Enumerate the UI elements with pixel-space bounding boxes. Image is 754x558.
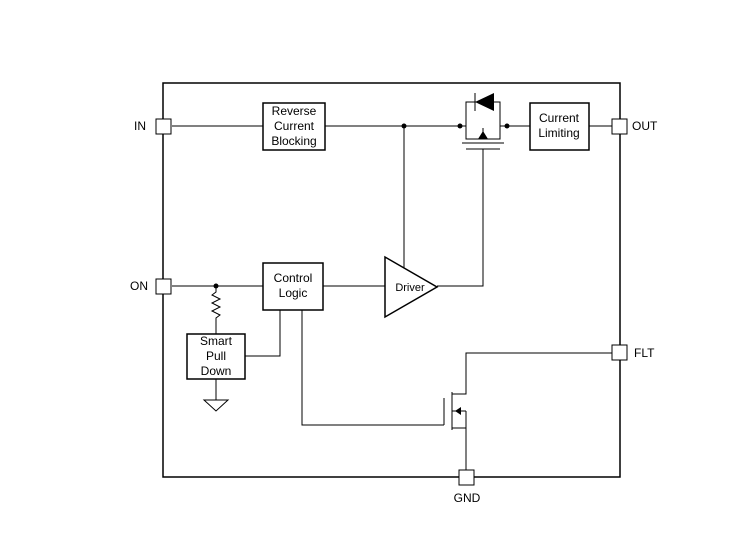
pin-in-label: IN — [134, 119, 146, 133]
pin-out — [611, 118, 628, 135]
junction-dot — [504, 123, 510, 129]
rcb-line-2: Current — [274, 119, 315, 133]
junction-dot — [401, 123, 407, 129]
rcb-line-3: Blocking — [271, 134, 316, 148]
driver-block: Driver — [384, 255, 439, 319]
wire-driver-gate — [437, 149, 484, 287]
spd-line-1: Smart — [200, 334, 233, 348]
junction-dot — [457, 123, 463, 129]
pin-flt — [611, 344, 628, 361]
current-limiting-block: Current Limiting — [529, 102, 590, 151]
spd-line-2: Pull — [206, 349, 226, 363]
body-diode-icon — [475, 93, 494, 111]
pin-gnd-label: GND — [454, 491, 481, 505]
cl-line-2: Limiting — [538, 126, 579, 140]
smart-pull-down-block: Smart Pull Down — [186, 333, 246, 380]
rcb-line-1: Reverse — [272, 104, 317, 118]
pin-gnd — [458, 469, 475, 486]
ground-icon — [202, 399, 230, 412]
pin-flt-label: FLT — [634, 346, 655, 360]
flt-fet-drain — [452, 352, 612, 395]
cl-line-1: Current — [539, 111, 580, 125]
pin-on-label: ON — [130, 279, 148, 293]
pin-on — [155, 278, 172, 295]
flt-fet-arrow-icon — [455, 407, 461, 415]
reverse-current-blocking-block: Reverse Current Blocking — [262, 102, 326, 151]
pin-in — [155, 118, 172, 135]
spd-line-3: Down — [201, 364, 232, 378]
pin-out-label: OUT — [632, 119, 658, 133]
junction-dot — [213, 283, 219, 289]
resistor-pulldown — [210, 286, 222, 334]
wire-logic-flt-gate — [301, 310, 444, 426]
logic-line-2: Logic — [279, 286, 308, 300]
wire-logic-pulldown — [245, 310, 281, 357]
driver-label: Driver — [395, 282, 425, 294]
control-logic-block: Control Logic — [262, 262, 324, 311]
logic-line-1: Control — [274, 271, 313, 285]
pass-fet-arrow-icon — [478, 131, 488, 139]
